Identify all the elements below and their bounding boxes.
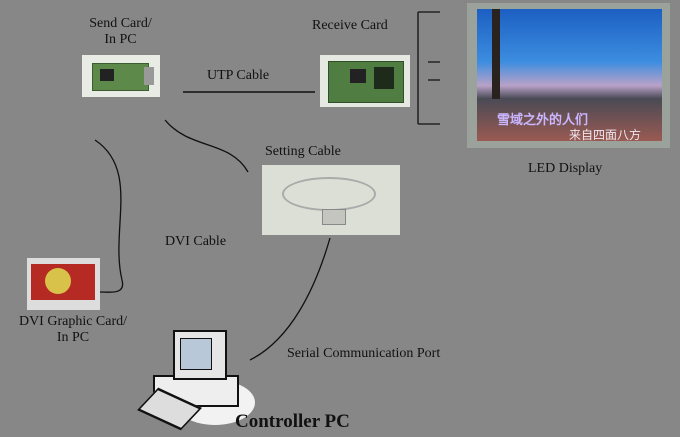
send-card-label: Send Card/In PC <box>89 16 152 47</box>
led-display-label: LED Display <box>528 161 603 176</box>
setting-cable-image <box>262 165 400 235</box>
led-display-image: 雪域之外的人们 来自四面八方 <box>467 3 670 148</box>
receive-card-bracket <box>417 11 440 125</box>
graphic-card-image <box>27 258 100 310</box>
computer-icon <box>135 325 255 431</box>
graphic-card-label: DVI Graphic Card/In PC <box>18 314 128 345</box>
led-screen-text-2: 来自四面八方 <box>569 128 642 141</box>
setting-cable-line <box>164 119 249 173</box>
setting-cable-label: Setting Cable <box>265 144 341 159</box>
dvi-cable-label: DVI Cable <box>165 234 227 249</box>
dvi-cable-line <box>94 139 124 293</box>
serial-port-label: Serial Communication Port <box>287 346 441 361</box>
utp-cable-label: UTP Cable <box>207 68 270 83</box>
send-card-image <box>82 55 160 97</box>
receive-card-image <box>320 55 410 107</box>
controller-pc-label: Controller PC <box>235 411 350 432</box>
serial-cable-line <box>249 237 331 361</box>
led-screen-text-1: 雪域之外的人们 <box>497 113 589 128</box>
receive-card-label: Receive Card <box>312 18 388 33</box>
